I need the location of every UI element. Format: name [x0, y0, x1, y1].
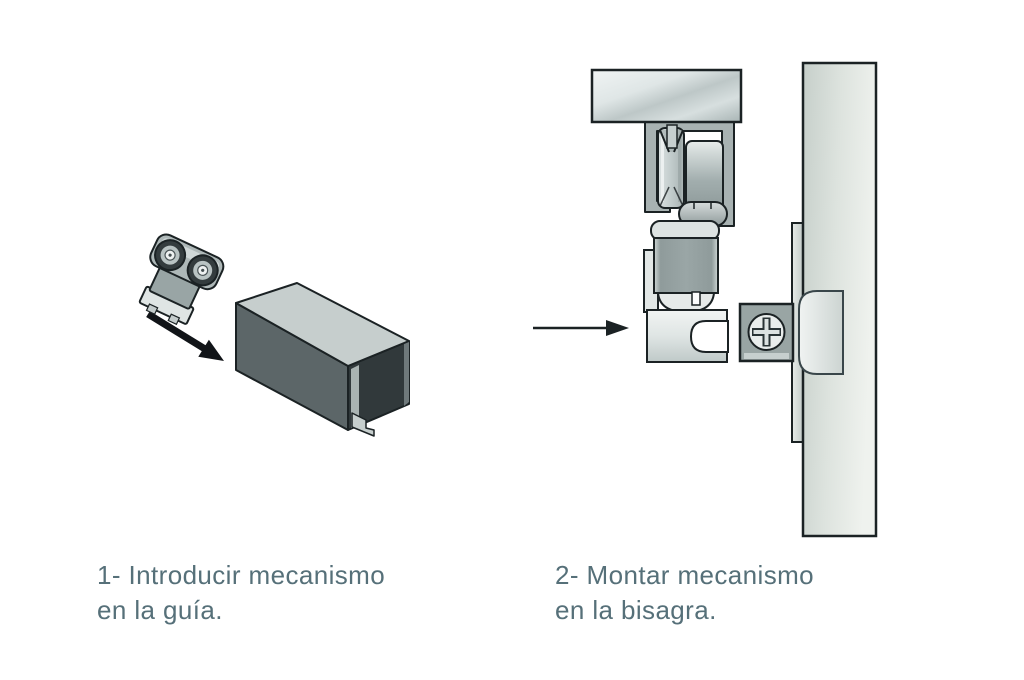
trolley-base-tab — [145, 303, 159, 315]
guide-rail — [235, 282, 410, 437]
step2-caption-line1: 2- Montar mecanismo — [555, 560, 815, 590]
trolley-wheel-right — [186, 254, 219, 287]
trolley-wheel-left — [154, 239, 187, 272]
rail-tongue — [666, 124, 678, 149]
step1-caption-line2: en la guía. — [97, 595, 223, 625]
hinge-cup — [798, 290, 844, 375]
roller-wheel-section — [657, 124, 685, 209]
roller-trolley — [138, 233, 225, 326]
trolley-base-tab — [167, 313, 181, 326]
ceiling-profile — [590, 68, 743, 124]
step2-illustration — [533, 61, 878, 538]
hinge-bracket — [646, 309, 729, 363]
mechanism-cylinder — [650, 220, 720, 314]
wheel-highlight — [661, 134, 664, 202]
guide-rail-inner-edge — [404, 341, 409, 406]
insertion-arrow-icon — [144, 308, 230, 365]
phillips-cross-icon — [752, 317, 781, 347]
cylinder-main — [653, 237, 719, 294]
cylinder-notch — [691, 291, 701, 306]
step1-illustration — [138, 233, 410, 437]
screw-plate-band — [744, 353, 789, 359]
step2-caption-line2: en la bisagra. — [555, 595, 717, 625]
guide-rail-top-face — [235, 282, 410, 367]
bracket-slot — [689, 320, 729, 353]
step2-caption: 2- Montar mecanismo en la bisagra. — [555, 558, 814, 628]
step1-caption: 1- Introducir mecanismo en la guía. — [97, 558, 385, 628]
step1-caption-line1: 1- Introducir mecanismo — [97, 560, 386, 590]
hinge-screw — [738, 302, 795, 363]
mounting-arrow-icon — [533, 320, 629, 336]
guide-rail-inner-wall — [351, 365, 359, 428]
wheel-shade — [678, 134, 682, 202]
guide-rail-bottom-lip — [351, 412, 375, 437]
